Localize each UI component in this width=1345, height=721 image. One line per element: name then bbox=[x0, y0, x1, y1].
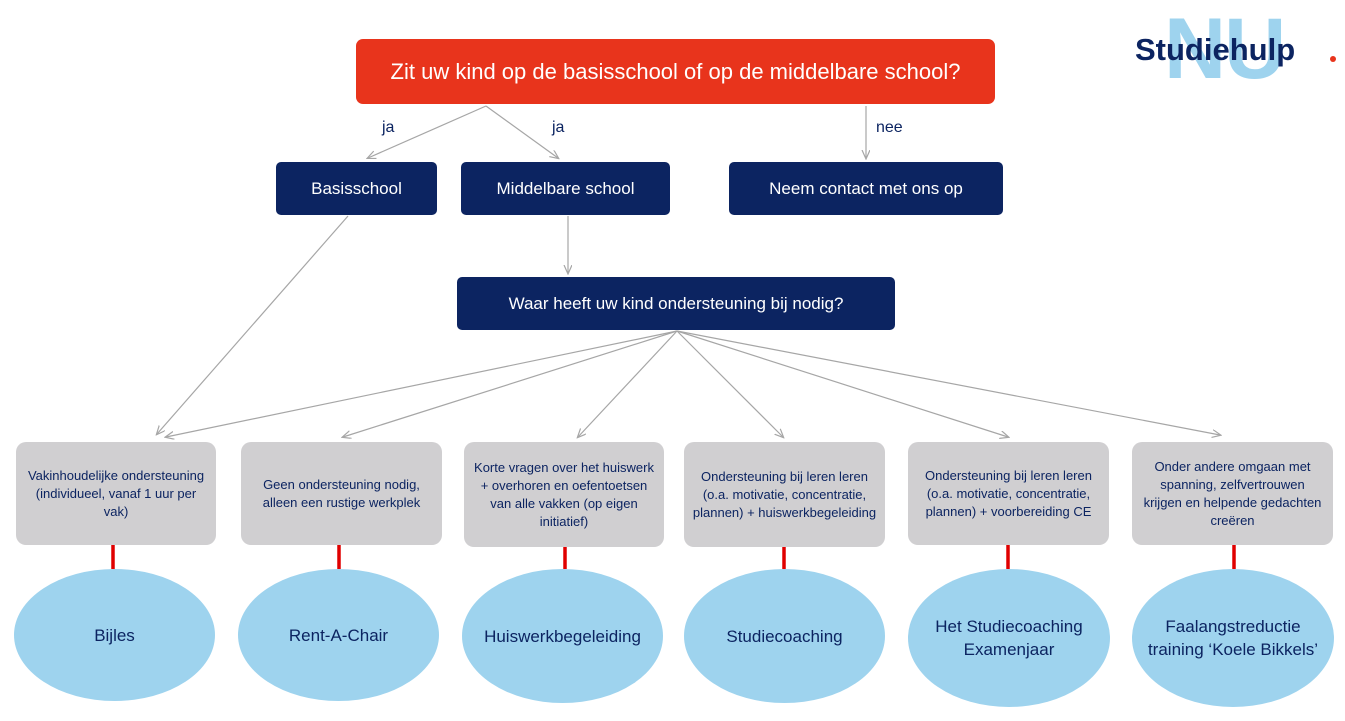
arrow-top-to-basisschool bbox=[368, 105, 487, 158]
edge-label-ja-right: ja bbox=[552, 119, 565, 136]
middelbare-school-box: Middelbare school bbox=[461, 162, 670, 215]
need-box-3: Korte vragen over het huiswerk + overhor… bbox=[464, 442, 664, 547]
basisschool-box: Basisschool bbox=[276, 162, 437, 215]
need-box-4: Ondersteuning bij leren leren (o.a. moti… bbox=[684, 442, 885, 547]
service-oval-faalangstreductie: Faalangstreductie training ‘Koele Bikkel… bbox=[1132, 569, 1334, 707]
support-question-box: Waar heeft uw kind ondersteuning bij nod… bbox=[457, 277, 895, 330]
arrow-question-to-need-3 bbox=[578, 330, 678, 437]
need-box-1: Vakinhoudelijke ondersteuning (individue… bbox=[16, 442, 216, 545]
arrow-question-to-need-1 bbox=[166, 330, 678, 437]
edge-label-ja-left: ja bbox=[382, 119, 395, 136]
service-oval-rent-a-chair: Rent-A-Chair bbox=[238, 569, 439, 701]
arrow-top-to-middelbare bbox=[485, 105, 558, 158]
arrow-basisschool-to-bijles bbox=[157, 215, 349, 434]
service-oval-studiecoaching: Studiecoaching bbox=[684, 569, 885, 703]
arrow-question-to-need-5 bbox=[676, 330, 1008, 437]
service-oval-examenjaar: Het Studiecoaching Examenjaar bbox=[908, 569, 1110, 707]
logo-brand-text: Studiehulp bbox=[1135, 32, 1296, 67]
arrow-question-to-need-4 bbox=[676, 330, 783, 437]
need-box-2: Geen ondersteuning nodig, alleen een rus… bbox=[241, 442, 442, 545]
need-box-6: Onder andere omgaan met spanning, zelfve… bbox=[1132, 442, 1333, 545]
logo-red-dot bbox=[1330, 56, 1336, 62]
studiehulp-nu-logo: NU Studiehulp bbox=[1130, 6, 1345, 94]
top-question: Zit uw kind op de basisschool of op de m… bbox=[356, 39, 995, 104]
arrow-question-to-need-6 bbox=[676, 330, 1220, 435]
service-oval-bijles: Bijles bbox=[14, 569, 215, 701]
edge-label-nee: nee bbox=[876, 119, 903, 136]
logo-nu-mark: NU bbox=[1164, 1, 1286, 97]
contact-box: Neem contact met ons op bbox=[729, 162, 1003, 215]
service-oval-huiswerkbegeleiding: Huiswerkbegeleiding bbox=[462, 569, 663, 703]
need-box-5: Ondersteuning bij leren leren (o.a. moti… bbox=[908, 442, 1109, 545]
arrow-question-to-need-2 bbox=[343, 330, 678, 437]
